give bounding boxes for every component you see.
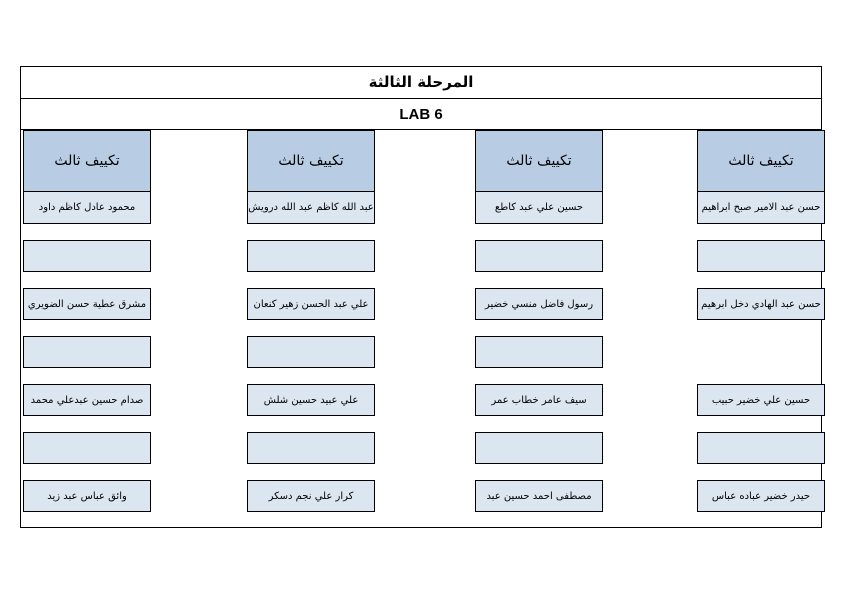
student-name-cell: وائق عباس عبد زيد: [23, 480, 151, 512]
group-header: تكييف ثالث: [23, 130, 151, 192]
group-header: تكييف ثالث: [475, 130, 603, 192]
group-header: تكييف ثالث: [697, 130, 825, 192]
student-name-cell: رسول فاضل منسي خضير: [475, 288, 603, 320]
empty-cell: [247, 432, 375, 464]
group-column-4: تكييف ثالث حسن عبد الامير صبح ابراهيم حس…: [697, 130, 825, 512]
student-name-cell: حسين علي خضير حبيب: [697, 384, 825, 416]
student-name-cell: مصطفى احمد حسين عبد: [475, 480, 603, 512]
empty-cell: [697, 240, 825, 272]
student-name-cell: حسن عبد الهادي دخل ابرهيم: [697, 288, 825, 320]
empty-cell: [475, 336, 603, 368]
empty-cell: [23, 240, 151, 272]
empty-cell: [23, 432, 151, 464]
student-name-cell: حيدر خضير عباده عباس: [697, 480, 825, 512]
group-header: تكييف ثالث: [247, 130, 375, 192]
student-name-cell: عبد الله كاظم عبد الله درويش: [247, 192, 375, 224]
empty-cell: [23, 336, 151, 368]
student-name-cell: محمود عادل كاظم داود: [23, 192, 151, 224]
student-name-cell: حسن عبد الامير صبح ابراهيم: [697, 192, 825, 224]
lab-title: LAB 6: [20, 99, 822, 130]
stage-title: المرحلة الثالثة: [20, 66, 822, 99]
student-name-cell: علي عبد الحسن زهير كنعان: [247, 288, 375, 320]
group-column-2: تكييف ثالث عبد الله كاظم عبد الله درويش …: [247, 130, 375, 512]
student-name-cell: علي عبيد حسين شلش: [247, 384, 375, 416]
student-name-cell: كرار علي نجم دسكر: [247, 480, 375, 512]
student-name-cell: صدام حسين عبدعلي محمد: [23, 384, 151, 416]
empty-cell: [697, 432, 825, 464]
student-name-cell: حسين علي عبد كاطع: [475, 192, 603, 224]
empty-cell: [247, 240, 375, 272]
group-column-3: تكييف ثالث حسين علي عبد كاطع رسول فاضل م…: [475, 130, 603, 512]
empty-cell: [475, 432, 603, 464]
empty-cell: [475, 240, 603, 272]
student-name-cell: مشرق عطية حسن الضويري: [23, 288, 151, 320]
group-column-1: تكييف ثالث محمود عادل كاظم داود مشرق عطي…: [23, 130, 151, 512]
student-name-cell: سيف عامر خطاب عمر: [475, 384, 603, 416]
empty-cell: [247, 336, 375, 368]
